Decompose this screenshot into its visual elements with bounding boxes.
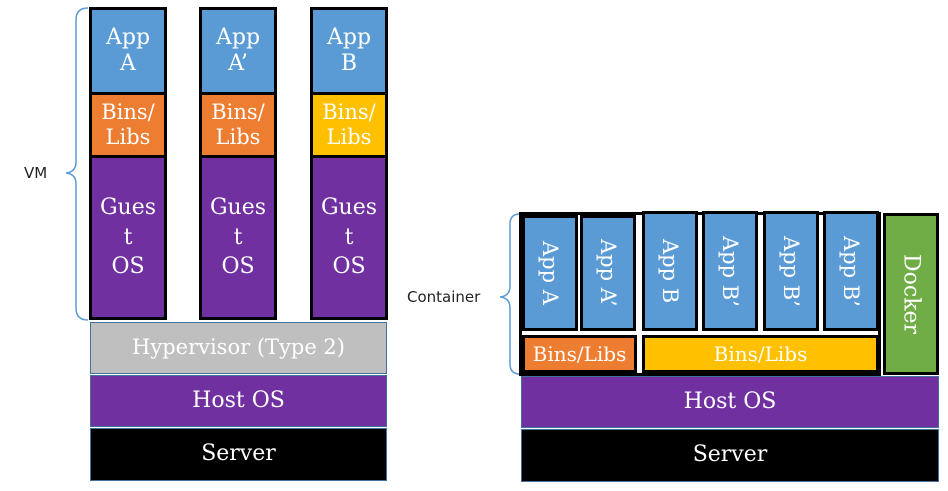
container-app-b-prime-1: App B’ <box>702 211 758 331</box>
container-app-b-prime-1-label: App B’ <box>718 235 742 307</box>
vm-bins-b: Bins/ Libs <box>310 95 388 158</box>
container-app-b-prime-2: App B’ <box>763 211 819 331</box>
vm-host-os: Host OS <box>90 375 387 427</box>
vm-bins-a: Bins/ Libs <box>89 95 167 158</box>
container-bins-right-label: Bins/Libs <box>713 342 808 366</box>
container-server: Server <box>521 429 939 482</box>
container-app-b-label: App B <box>658 238 682 304</box>
vm-guest-os-b-label: Gues t OS <box>320 194 378 280</box>
container-app-a: App A <box>522 215 578 331</box>
container-bins-left: Bins/Libs <box>522 335 637 373</box>
container-host-os: Host OS <box>521 376 939 428</box>
vm-hypervisor-label: Hypervisor (Type 2) <box>132 335 345 360</box>
vm-hypervisor: Hypervisor (Type 2) <box>90 322 387 374</box>
container-app-a-prime-label: App A’ <box>596 239 620 307</box>
container-app-b-prime-2-label: App B’ <box>779 235 803 307</box>
vm-app-a-prime-label: App A’ <box>215 24 261 76</box>
vm-app-b: App B <box>310 7 388 95</box>
vm-label: VM <box>24 164 48 182</box>
docker-engine-label: Docker <box>898 253 924 335</box>
vm-guest-os-a-prime: Gues t OS <box>199 158 277 320</box>
vm-guest-os-b: Gues t OS <box>310 158 388 320</box>
container-app-b-prime-3-label: App B’ <box>839 235 863 307</box>
vm-guest-os-a: Gues t OS <box>89 158 167 320</box>
vm-app-a-prime: App A’ <box>199 7 277 95</box>
vm-bins-a-label: Bins/ Libs <box>101 99 155 149</box>
vm-bins-a-prime: Bins/ Libs <box>199 95 277 158</box>
container-host-os-label: Host OS <box>683 388 777 414</box>
container-bins-right: Bins/Libs <box>642 335 879 373</box>
container-label: Container <box>407 288 481 306</box>
vm-server-label: Server <box>201 441 276 467</box>
vm-bins-b-label: Bins/ Libs <box>322 99 376 149</box>
container-app-a-prime: App A’ <box>580 215 636 331</box>
vm-server: Server <box>90 428 387 481</box>
vm-host-os-label: Host OS <box>192 387 285 413</box>
container-frame <box>519 212 881 376</box>
container-server-label: Server <box>692 442 768 468</box>
vm-guest-os-a-label: Gues t OS <box>99 194 157 280</box>
container-app-a-label: App A <box>538 241 562 305</box>
vm-bins-a-prime-label: Bins/ Libs <box>211 99 265 149</box>
container-bins-left-label: Bins/Libs <box>532 342 627 366</box>
vm-guest-os-a-prime-label: Gues t OS <box>209 194 267 280</box>
vm-app-a: App A <box>89 7 167 95</box>
docker-engine: Docker <box>883 213 939 375</box>
container-app-b: App B <box>642 211 698 331</box>
vm-app-b-label: App B <box>326 24 372 76</box>
container-app-b-prime-3: App B’ <box>823 211 879 331</box>
vm-app-a-label: App A <box>105 24 151 76</box>
